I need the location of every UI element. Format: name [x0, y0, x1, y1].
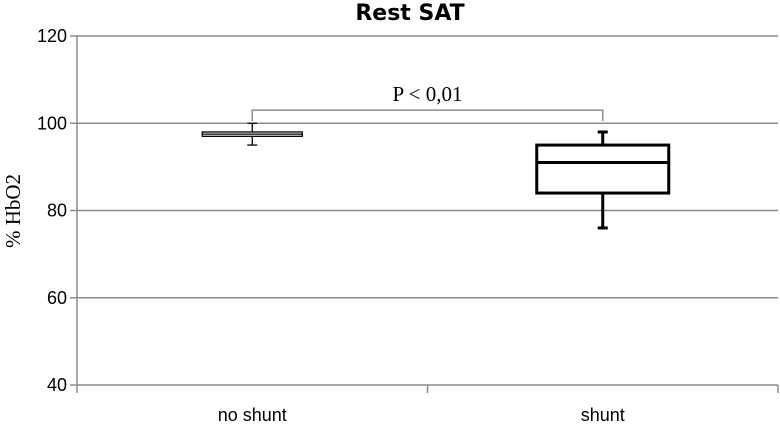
axes: [70, 35, 779, 393]
grid-lines: [77, 35, 778, 299]
bracket-line: [251, 109, 604, 122]
p-value-label: P < 0,01: [393, 82, 463, 106]
category-label-0: no shunt: [218, 405, 287, 424]
y-tick-label-100: 100: [37, 113, 67, 133]
category-label-1: shunt: [581, 405, 625, 424]
y-axis-label: % HbO2: [1, 174, 25, 248]
annotations: P < 0,01: [251, 82, 604, 122]
chart-title: Rest SAT: [355, 1, 464, 26]
box-iqr: [535, 143, 671, 195]
y-tick-label-80: 80: [47, 201, 67, 221]
box-no-shunt: [201, 122, 303, 146]
y-tick-label-120: 120: [37, 26, 67, 46]
y-tick-label-40: 40: [47, 375, 67, 395]
significance-bracket-0: P < 0,01: [251, 82, 604, 122]
y-tick-labels: 40 60 80 100 120: [37, 26, 67, 395]
category-labels: no shunt shunt: [218, 405, 625, 424]
box-shunt: [535, 130, 671, 230]
boxes: [201, 122, 671, 230]
y-tick-label-60: 60: [47, 288, 67, 308]
